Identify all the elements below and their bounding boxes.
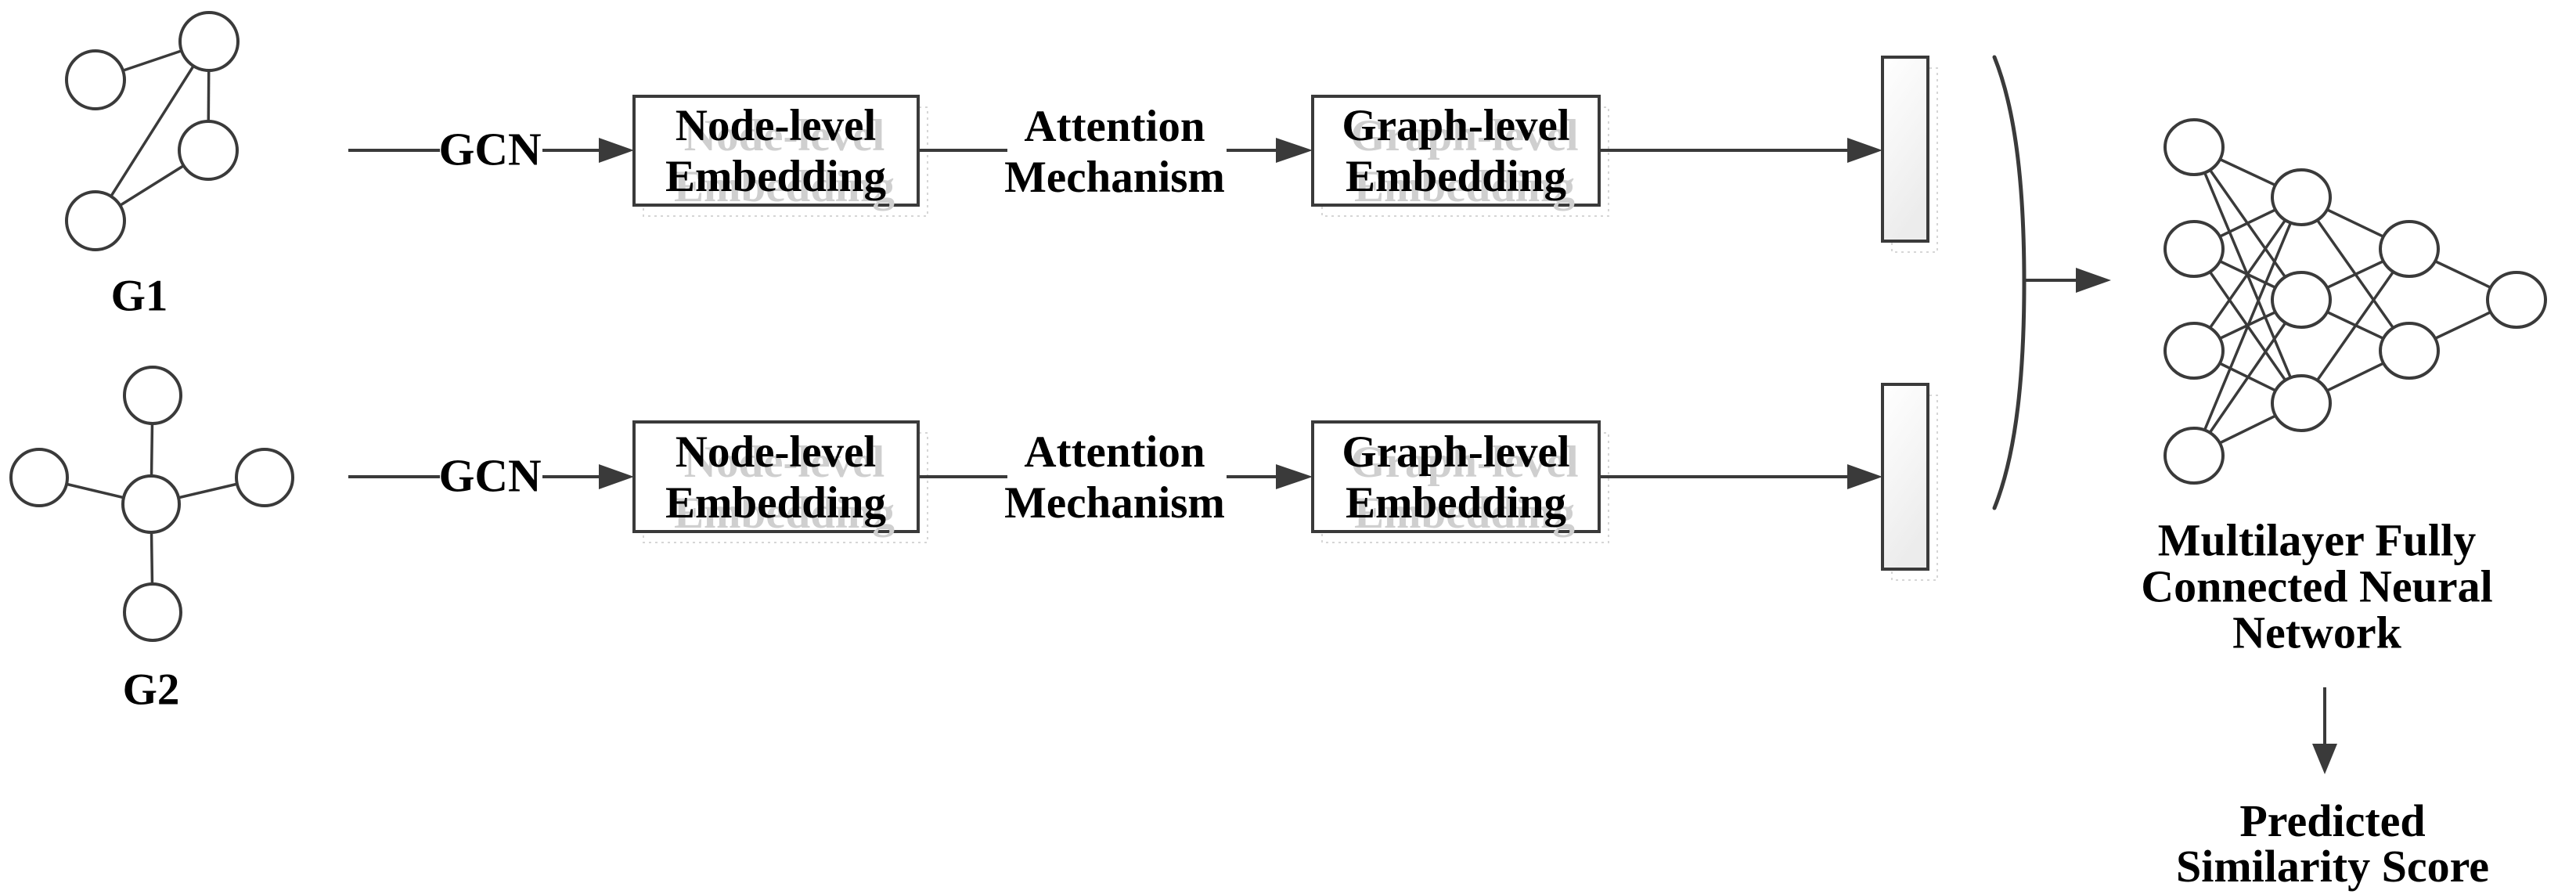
nn-node [2163, 220, 2225, 278]
nn-node [2379, 220, 2440, 278]
nn-edge [2300, 247, 2411, 405]
pipeline-row-2 [348, 383, 1938, 581]
nn-title-line3: Network [2232, 607, 2401, 658]
gcn-label-2: GCN [438, 449, 542, 502]
attention-mechanism-label-1: Attention Mechanism [1004, 101, 1225, 203]
attention-line1: Attention [1024, 102, 1205, 151]
graph-node [178, 120, 239, 181]
arrowhead-icon [599, 464, 634, 489]
nn-node [2271, 168, 2332, 226]
graph-node [9, 448, 69, 507]
nn-title-line2: Connected Neural [2141, 561, 2493, 612]
predicted-line1: Predicted [2239, 795, 2426, 846]
bar-ghost [1891, 395, 1938, 581]
nn-node [2379, 322, 2440, 380]
nn-node [2271, 271, 2332, 329]
arrowhead-icon [2076, 268, 2111, 293]
concat-brace [1992, 55, 2027, 510]
attention-mechanism-label-2: Attention Mechanism [1004, 427, 1225, 528]
arrowhead-icon [1276, 464, 1313, 489]
node-embedding-box-2 [632, 420, 920, 533]
nn-edge [2192, 196, 2303, 352]
nn-edge [2192, 299, 2303, 456]
pipeline-row-1 [348, 56, 1938, 253]
node-embedding-box-1 [632, 95, 920, 207]
g1-label: G1 [110, 271, 168, 321]
input-graph-g1 [65, 11, 240, 251]
node-embedding-line2: Embedding [665, 152, 886, 201]
graph-edge [94, 41, 211, 222]
nn-title-label: Multilayer Fully Connected Neural Networ… [2141, 517, 2492, 656]
box-ghost [1321, 432, 1609, 543]
nn-node [2163, 427, 2225, 485]
graph-node [121, 474, 181, 534]
embedding-vector-bar-2 [1881, 383, 1929, 571]
graph-embedding-line2: Embedding [1346, 478, 1566, 528]
arrowhead-icon [599, 138, 634, 163]
nn-title-line1: Multilayer Fully [2157, 514, 2477, 566]
arrowhead-icon [1847, 464, 1882, 489]
arrowhead-down-icon [2312, 744, 2337, 774]
predicted-score-label: Predicted Similarity Score [2176, 798, 2489, 889]
graph-node [235, 448, 294, 507]
graph-embedding-line1: Graph-level [1342, 427, 1570, 477]
graph-embedding-box-1 [1311, 95, 1601, 207]
node-embedding-label-1: Node-level Embedding [665, 100, 886, 202]
nn-node [2163, 118, 2225, 176]
graph-embedding-line2: Embedding [1346, 152, 1566, 201]
nn-node [2486, 271, 2547, 329]
graph-node [65, 49, 126, 110]
attention-line2: Mechanism [1004, 478, 1225, 528]
neural-network [2163, 118, 2547, 485]
box-ghost [1321, 106, 1609, 217]
input-graph-g2 [9, 366, 294, 642]
graph-node [123, 582, 182, 642]
gcn-label-1: GCN [438, 123, 542, 175]
node-embedding-line1: Node-level [675, 101, 877, 150]
graph-embedding-line1: Graph-level [1342, 101, 1570, 150]
node-embedding-line2: Embedding [665, 478, 886, 528]
nn-edge [2192, 196, 2303, 456]
graph-node [65, 190, 126, 251]
nn-node [2271, 374, 2332, 432]
predicted-line2: Similarity Score [2175, 841, 2490, 892]
arrowhead-icon [1276, 138, 1313, 163]
box-ghost [643, 106, 928, 217]
graph-embedding-label-2: Graph-level Embedding [1342, 427, 1569, 528]
attention-line1: Attention [1024, 427, 1205, 477]
embedding-vector-bar-1 [1881, 56, 1929, 243]
graph-embedding-label-1: Graph-level Embedding [1342, 100, 1569, 202]
g2-label: G2 [122, 665, 180, 715]
node-embedding-label-2: Node-level Embedding [665, 427, 886, 528]
graph-node [178, 11, 240, 72]
node-embedding-line1: Node-level [675, 427, 877, 477]
nn-node [2163, 322, 2225, 380]
bar-ghost [1891, 67, 1938, 253]
attention-line2: Mechanism [1004, 153, 1225, 202]
graph-node [123, 366, 182, 425]
arrowhead-icon [1847, 138, 1882, 163]
